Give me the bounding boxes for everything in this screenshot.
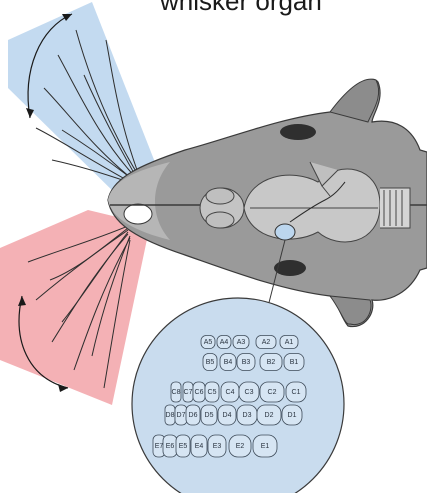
barrel-label-c6: C6 xyxy=(195,389,204,396)
barrel-label-b5: B5 xyxy=(206,359,215,366)
barrel-label-e2: E2 xyxy=(236,443,245,450)
barrel-label-a5: A5 xyxy=(204,339,213,346)
barrel-label-d3: D3 xyxy=(243,412,252,419)
barrel-label-a1: A1 xyxy=(285,339,294,346)
barrel-label-c1: C1 xyxy=(292,389,301,396)
barrel-label-e7: E7 xyxy=(155,443,164,450)
barrel-label-c5: C5 xyxy=(208,389,217,396)
barrel-label-c3: C3 xyxy=(245,389,254,396)
barrel-label-d2: D2 xyxy=(265,412,274,419)
barrel-label-c2: C2 xyxy=(268,389,277,396)
barrel-label-a3: A3 xyxy=(237,339,246,346)
barrel-label-c8: C8 xyxy=(172,389,181,396)
nose-icon xyxy=(124,204,152,224)
barrel-label-b2: B2 xyxy=(267,359,276,366)
barrel-label-d4: D4 xyxy=(223,412,232,419)
barrel-label-d6: D6 xyxy=(189,412,198,419)
barrel-label-a2: A2 xyxy=(262,339,271,346)
eye-upper-icon xyxy=(280,124,316,140)
barrel-label-d7: D7 xyxy=(177,412,186,419)
barrel-label-c7: C7 xyxy=(184,389,193,396)
barrel-label-b3: B3 xyxy=(242,359,251,366)
lower-whisker-field xyxy=(0,210,150,405)
barrel-label-b4: B4 xyxy=(224,359,233,366)
barrel-cortex-spot xyxy=(275,224,295,240)
barrel-label-e3: E3 xyxy=(213,443,222,450)
barrel-label-e4: E4 xyxy=(195,443,204,450)
barrel-label-b1: B1 xyxy=(290,359,299,366)
barrel-label-d5: D5 xyxy=(205,412,214,419)
barrel-label-d8: D8 xyxy=(166,412,175,419)
barrel-label-c4: C4 xyxy=(226,389,235,396)
barrel-label-e5: E5 xyxy=(179,443,188,450)
ear-lower xyxy=(330,296,371,325)
rat-head xyxy=(108,79,427,326)
barrel-label-e1: E1 xyxy=(261,443,270,450)
barrel-label-e6: E6 xyxy=(166,443,175,450)
barrel-label-a4: A4 xyxy=(220,339,229,346)
barrel-label-d1: D1 xyxy=(288,412,297,419)
